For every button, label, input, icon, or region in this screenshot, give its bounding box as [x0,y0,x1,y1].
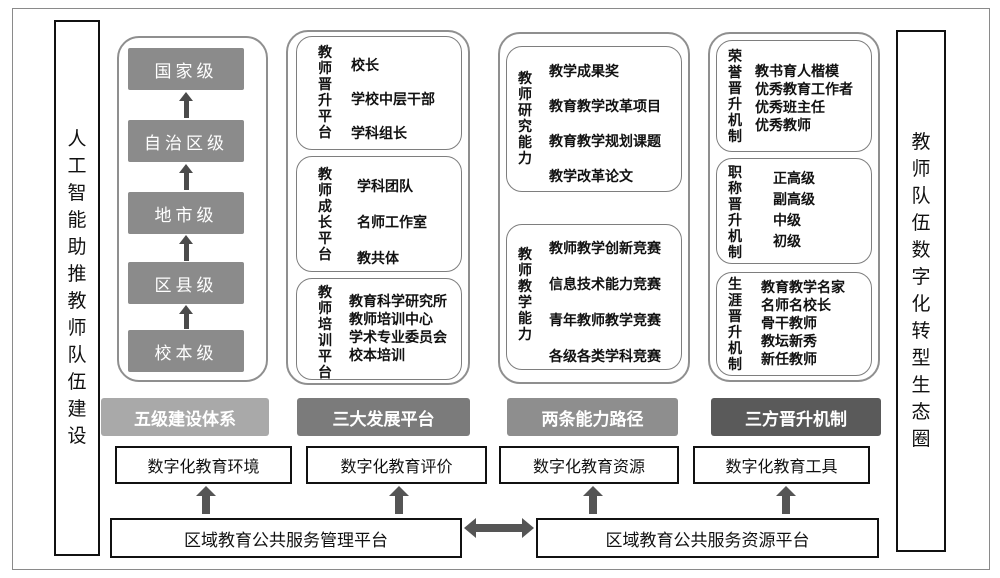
mechanism-item: 新任教师 [761,352,817,368]
resource-platform-label: 区域教育公共服务资源平台 [605,530,810,551]
banner-three-platforms: 三大发展平台 [297,398,470,436]
ability-card-teaching: 教师教学能力 教师教学创新竞赛 信息技术能力竞赛 青年教师教学竞赛 各级各类学科… [506,224,682,370]
up-arrow-icon [179,92,193,118]
up-arrow-icon [179,305,193,329]
level-label: 区县级 [154,275,218,296]
ability-item: 教育教学规划课题 [549,134,661,150]
digital-box-label: 数字化教育工具 [725,457,838,476]
management-platform-box: 区域教育公共服务管理平台 [110,518,462,558]
digital-evaluation-box: 数字化教育评价 [306,446,487,484]
mechanism-item: 名师名校长 [761,298,831,314]
resource-platform-box: 区域教育公共服务资源平台 [536,518,879,558]
platform-item: 学科组长 [351,126,407,142]
mechanism-items: 正高级 副高级 中级 初级 [773,169,815,253]
level-autonomous-region: 自治区级 [128,120,244,162]
right-side-title: 教师队伍数字化转型生态圈 [911,131,931,450]
level-label: 国家级 [154,61,218,82]
banner-three-mechanisms: 三方晋升机制 [711,398,881,436]
banner-five-level-system: 五级建设体系 [101,398,269,436]
level-county: 区县级 [128,262,244,304]
mechanism-card-title: 职称晋升机制 正高级 副高级 中级 初级 [716,158,872,264]
digital-box-label: 数字化教育环境 [147,457,260,476]
platform-item: 校本培训 [349,348,405,364]
platform-card-promotion: 教师晋升平台 校长 学校中层干部 学科组长 [296,36,462,150]
double-arrow-icon [464,518,534,538]
outer-frame [12,8,990,570]
digital-box-label: 数字化教育评价 [340,457,453,476]
up-arrow-icon [389,486,409,514]
digital-tools-box: 数字化教育工具 [693,446,870,484]
level-national: 国家级 [128,48,244,90]
platform-label: 教师成长平台 [318,167,332,263]
ability-items: 教学成果奖 教育教学改革项目 教育教学规划课题 教学改革论文 [549,55,661,195]
mechanism-item: 教书育人楷模 [755,64,839,80]
up-arrow-icon [196,486,216,514]
platform-item: 学术专业委员会 [349,330,447,346]
platform-item: 校长 [351,58,379,74]
platform-item: 学校中层干部 [351,92,435,108]
platform-card-growth: 教师成长平台 学科团队 名师工作室 教共体 [296,156,462,272]
ability-label: 教师研究能力 [518,71,532,167]
digital-box-label: 数字化教育资源 [532,457,645,476]
platform-item: 教共体 [357,251,399,267]
ability-item: 教学改革论文 [549,169,633,185]
mechanism-card-honor: 荣誉晋升机制 教书育人楷模 优秀教育工作者 优秀班主任 优秀教师 [716,40,872,152]
up-arrow-icon [583,486,603,514]
platform-items: 学科团队 名师工作室 教共体 [357,169,427,277]
mechanism-item: 正高级 [773,171,815,187]
up-arrow-icon [179,235,193,261]
mechanism-item: 骨干教师 [761,316,817,332]
left-side-title-box: 人工智能助推教师队伍建设 [54,20,100,556]
mechanism-items: 教育教学名家 名师名校长 骨干教师 教坛新秀 新任教师 [761,279,845,369]
mechanism-item: 优秀教育工作者 [755,82,853,98]
mechanism-items: 教书育人楷模 优秀教育工作者 优秀班主任 优秀教师 [755,63,853,135]
banner-label: 五级建设体系 [134,409,236,430]
mechanism-label: 荣誉晋升机制 [728,49,742,145]
mechanism-item: 中级 [773,213,801,229]
ability-label: 教师教学能力 [518,247,532,343]
management-platform-label: 区域教育公共服务管理平台 [184,530,388,551]
platform-items: 教育科学研究所 教师培训中心 学术专业委员会 校本培训 [349,293,447,365]
mechanism-item: 优秀班主任 [755,100,825,116]
platform-item: 名师工作室 [357,215,427,231]
platform-items: 校长 学校中层干部 学科组长 [351,49,435,151]
level-label: 地市级 [154,205,218,226]
platform-item: 学科团队 [357,179,413,195]
platform-card-training: 教师培训平台 教育科学研究所 教师培训中心 学术专业委员会 校本培训 [296,278,462,381]
ability-items: 教师教学创新竞赛 信息技术能力竞赛 青年教师教学竞赛 各级各类学科竞赛 [549,231,661,375]
mechanism-item: 副高级 [773,192,815,208]
digital-resources-box: 数字化教育资源 [499,446,679,484]
mechanism-label: 职称晋升机制 [728,165,742,261]
ability-item: 信息技术能力竞赛 [549,277,661,293]
banner-label: 两条能力路径 [541,409,644,430]
right-side-title-box: 教师队伍数字化转型生态圈 [896,30,946,552]
level-label: 校本级 [154,343,218,364]
banner-label: 三大发展平台 [332,409,435,430]
mechanism-item: 教育教学名家 [761,280,845,296]
banner-two-paths: 两条能力路径 [507,398,678,436]
mechanism-card-career: 生涯晋升机制 教育教学名家 名师名校长 骨干教师 教坛新秀 新任教师 [716,272,872,376]
ability-item: 青年教师教学竞赛 [549,313,661,329]
up-arrow-icon [179,164,193,190]
level-city: 地市级 [128,192,244,234]
up-arrow-icon [776,486,796,514]
digital-environment-box: 数字化教育环境 [115,446,292,484]
mechanism-item: 优秀教师 [755,118,811,134]
platform-item: 教育科学研究所 [349,294,447,310]
mechanism-item: 初级 [773,234,801,250]
platform-label: 教师晋升平台 [318,45,332,141]
ability-item: 教师教学创新竞赛 [549,241,661,257]
level-school: 校本级 [128,330,244,372]
ability-item: 教学成果奖 [549,64,619,80]
ability-item: 教育教学改革项目 [549,99,661,115]
platform-item: 教师培训中心 [349,312,433,328]
mechanism-item: 教坛新秀 [761,334,817,350]
ability-card-research: 教师研究能力 教学成果奖 教育教学改革项目 教育教学规划课题 教学改革论文 [506,46,682,192]
left-side-title: 人工智能助推教师队伍建设 [67,128,87,447]
platform-label: 教师培训平台 [318,285,332,381]
banner-label: 三方晋升机制 [745,409,847,430]
ability-item: 各级各类学科竞赛 [549,349,661,365]
level-label: 自治区级 [144,133,228,154]
mechanism-label: 生涯晋升机制 [728,277,742,373]
